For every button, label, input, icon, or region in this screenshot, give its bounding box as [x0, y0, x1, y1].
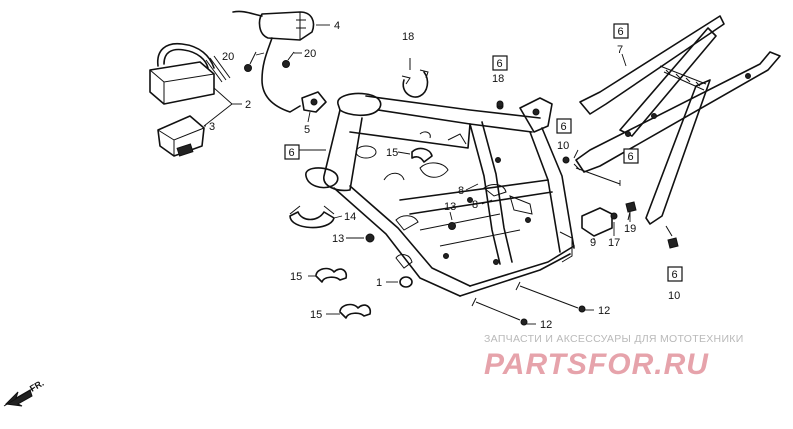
- nut-13-center: [448, 222, 456, 230]
- callout-6-box-top: 6: [492, 55, 508, 71]
- callout-15-upper: 15: [386, 147, 398, 159]
- callout-7: 7: [617, 44, 623, 56]
- bolt-12-short: [471, 297, 528, 326]
- svg-text:6: 6: [289, 147, 295, 159]
- callout-19: 19: [624, 223, 636, 235]
- bracket-15-lower: [339, 303, 372, 319]
- svg-text:6: 6: [628, 151, 634, 163]
- callout-17: 17: [608, 237, 620, 249]
- callout-12-right: 12: [598, 305, 610, 317]
- callout-5: 5: [304, 124, 310, 136]
- callout-15-lower: 15: [310, 309, 322, 321]
- callout-6-box-side: 6: [623, 148, 639, 164]
- cdi-unit: [149, 42, 231, 105]
- callout-18-band: 18: [402, 31, 414, 43]
- band-14: [289, 205, 335, 229]
- svg-text:6: 6: [497, 58, 503, 70]
- ignition-coil: [232, 10, 315, 113]
- bolt-20-left: [244, 51, 257, 72]
- bolt-11: [573, 163, 621, 185]
- svg-text:6: 6: [618, 26, 624, 38]
- callout-6-box-bottom: 6: [667, 266, 683, 282]
- nut-18: [496, 100, 504, 108]
- rear-frame: [575, 15, 781, 225]
- watermark-tagline: ЗАПЧАСТИ И АКСЕССУАРЫ ДЛЯ МОТОТЕХНИКИ: [484, 333, 744, 345]
- direction-label: FR.: [28, 378, 46, 394]
- callout-13-left: 13: [332, 233, 344, 245]
- callout-10-lower: 10: [668, 290, 680, 302]
- callout-9: 9: [590, 237, 596, 249]
- callout-6-box-mount: 6: [556, 118, 572, 134]
- bolt-20-right: [282, 51, 295, 68]
- rubber-mount: [157, 115, 205, 157]
- callout-10-upper: 10: [557, 140, 569, 152]
- washer-17: [610, 212, 618, 220]
- callout-8-lower: 8: [472, 199, 478, 211]
- bolt-10-rear: [665, 225, 679, 249]
- callout-20-right: 20: [304, 48, 316, 60]
- callout-1: 1: [376, 277, 382, 289]
- callout-12-lower: 12: [540, 319, 552, 331]
- svg-text:6: 6: [672, 269, 678, 281]
- svg-text:6: 6: [561, 121, 567, 133]
- callout-18-nut: 18: [492, 73, 504, 85]
- bolt-19: [625, 201, 637, 221]
- callout-14: 14: [344, 211, 356, 223]
- callout-3: 3: [209, 121, 215, 133]
- callout-20-left: 20: [222, 51, 234, 63]
- callout-15-middle: 15: [290, 271, 302, 283]
- bracket-15-upper: [411, 147, 433, 163]
- callout-4: 4: [334, 20, 340, 32]
- bracket-15-middle: [315, 267, 348, 283]
- wire-guide: [301, 91, 327, 113]
- watermark-brand: PARTSFOR.RU: [484, 348, 709, 381]
- callout-8-upper: 8: [458, 185, 464, 197]
- callout-6-box-rear: 6: [613, 23, 629, 39]
- callout-2: 2: [245, 99, 251, 111]
- band-18: [401, 58, 429, 98]
- bolt-12-long: [515, 281, 586, 313]
- collar-1: [395, 254, 413, 288]
- callout-6-box-frame: 6: [284, 144, 300, 160]
- bracket-9: [581, 207, 613, 237]
- callout-13-center: 13: [444, 201, 456, 213]
- front-direction-arrow-icon: [3, 387, 35, 407]
- nut-13-left: [365, 233, 375, 243]
- main-frame: [305, 92, 575, 297]
